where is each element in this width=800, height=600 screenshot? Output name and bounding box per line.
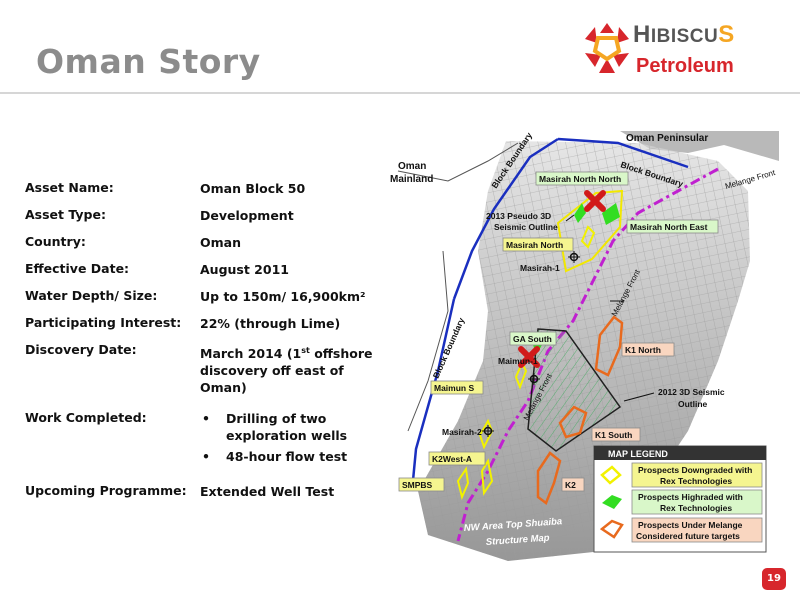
title-divider — [0, 92, 800, 94]
label-masirah-north-north: Masirah North North — [539, 174, 621, 184]
map-legend: MAP LEGEND Prospects Downgraded with Rex… — [593, 445, 767, 553]
label: Asset Type: — [25, 207, 106, 222]
work-list: Drilling of two exploration wells 48-hou… — [200, 410, 385, 465]
label-oman-peninsular: Oman Peninsular — [626, 133, 708, 144]
page-number-badge: 19 — [762, 568, 786, 590]
value: Oman — [200, 235, 241, 250]
label-masirah-north-east: Masirah North East — [630, 222, 708, 232]
label: Work Completed: — [25, 410, 147, 426]
info-row-country: Country: Oman — [25, 234, 385, 251]
legend-yellow-swatch — [600, 465, 622, 485]
label-pseudo-3d-line2: Seismic Outline — [494, 222, 558, 232]
value: Development — [200, 208, 294, 223]
info-row-upcoming-programme: Upcoming Programme: Extended Well Test — [25, 483, 385, 500]
label-smpbs: SMPBS — [402, 480, 433, 490]
legend-green-line1: Prospects Highraded with — [638, 492, 743, 502]
slide-title: Oman Story — [36, 42, 261, 81]
value: 22% (through Lime) — [200, 316, 341, 331]
value: August 2011 — [200, 262, 289, 277]
structure-map: Oman Peninsular Oman Mainland Block Boun… — [388, 131, 779, 567]
value: Oman Block 50 — [200, 181, 306, 196]
info-row-effective-date: Effective Date: August 2011 — [25, 261, 385, 278]
legend-orange-line2: Considered future targets — [636, 531, 740, 541]
well-symbol-icon — [482, 425, 494, 437]
legend-orange-swatch — [599, 519, 624, 539]
label: Effective Date: — [25, 261, 130, 276]
label-masirah-1: Masirah-1 — [520, 263, 560, 273]
label: Upcoming Programme: — [25, 483, 187, 499]
label-2012-seismic-line2: Outline — [678, 399, 708, 409]
label-oman-mainland-line2: Mainland — [390, 174, 433, 185]
label-k1-south: K1 South — [595, 430, 632, 440]
info-row-asset-type: Asset Type: Development — [25, 207, 385, 224]
legend-green-swatch — [602, 495, 622, 509]
value: Up to 150m/ 16,900km² — [200, 289, 366, 304]
list-item: 48-hour flow test — [200, 448, 385, 465]
info-row-asset-name: Asset Name: Oman Block 50 — [25, 180, 385, 197]
list-item: Drilling of two exploration wells — [200, 410, 385, 444]
info-row-work-completed: Work Completed: Drilling of two explorat… — [25, 410, 385, 469]
legend-yellow-line1: Prospects Downgraded with — [638, 465, 752, 475]
label-k2: K2 — [565, 480, 576, 490]
label: Discovery Date: — [25, 342, 137, 357]
value: March 2014 (1st offshore discovery off e… — [200, 346, 373, 396]
label: Asset Name: — [25, 180, 114, 195]
legend-yellow-line2: Rex Technologies — [660, 476, 732, 486]
legend-orange-line1: Prospects Under Melange — [638, 520, 743, 530]
info-row-discovery-date: Discovery Date: March 2014 (1st offshore… — [25, 342, 385, 396]
label-pseudo-3d-line1: 2013 Pseudo 3D — [486, 211, 551, 221]
failed-well-x-icon — [584, 190, 606, 212]
label: Water Depth/ Size: — [25, 288, 158, 303]
info-row-interest: Participating Interest: 22% (through Lim… — [25, 315, 385, 332]
label: Country: — [25, 234, 86, 249]
label-k1-north: K1 North — [625, 345, 661, 355]
legend-title: MAP LEGEND — [608, 449, 668, 459]
label-ga-south: GA South — [513, 334, 552, 344]
info-row-water-depth: Water Depth/ Size: Up to 150m/ 16,900km² — [25, 288, 385, 305]
label-structure-map-line2: Structure Map — [485, 533, 550, 548]
logo-subtitle: Petroleum — [636, 55, 734, 77]
well-symbol-icon — [568, 251, 580, 263]
label-maimun-s: Maimun S — [434, 383, 474, 393]
value: Extended Well Test — [200, 484, 335, 500]
label: Participating Interest: — [25, 315, 182, 330]
label-2012-seismic-line1: 2012 3D Seismic — [658, 387, 725, 397]
label-masirah-north: Masirah North — [506, 240, 563, 250]
hibiscus-flower-icon — [585, 23, 629, 73]
logo-wordmark: HIBISCUS — [633, 21, 735, 48]
value: Drilling of two exploration wells 48-hou… — [200, 410, 385, 469]
label-oman-mainland-line1: Oman — [398, 161, 426, 172]
well-symbol-icon — [528, 373, 540, 385]
asset-info-table: Asset Name: Oman Block 50 Asset Type: De… — [25, 180, 385, 510]
failed-well-x-icon — [518, 346, 540, 368]
label-masirah-2: Masirah-2 — [442, 427, 482, 437]
label-k2-west-a: K2West-A — [432, 454, 472, 464]
label-maimun-1: Maimun-1 — [498, 356, 538, 366]
legend-green-line2: Rex Technologies — [660, 503, 732, 513]
